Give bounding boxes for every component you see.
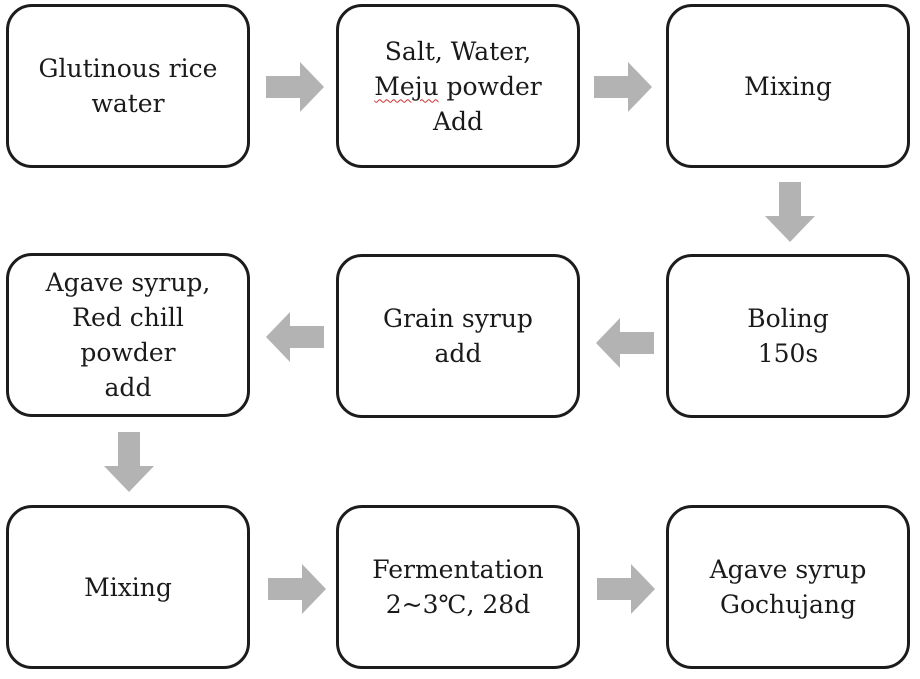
step-text-line: Salt, Water, — [384, 36, 532, 66]
arrow-left-icon — [264, 312, 324, 362]
arrow-right-icon — [266, 62, 326, 112]
step-text-line: add — [104, 373, 152, 402]
step-text-line: Boling — [747, 304, 829, 333]
arrow-right-icon — [268, 564, 328, 614]
step-text-line: Meju powder — [374, 69, 541, 104]
arrow-right-icon — [597, 564, 657, 614]
step-text-line: Glutinous rice — [38, 54, 218, 83]
step-final-product: Agave syrup Gochujang — [666, 505, 910, 669]
step-text-line: powder — [80, 338, 176, 367]
step-text-line: Mixing — [744, 71, 832, 101]
step-text-line: Add — [432, 106, 484, 136]
step-text-line: Mixing — [84, 572, 172, 602]
step-glutinous-rice-water: Glutinous rice water — [6, 4, 250, 168]
step-text-line: Gochujang — [720, 590, 856, 619]
step-text-line: Agave syrup — [709, 555, 867, 584]
arrow-left-icon — [594, 318, 654, 368]
step-text-line: 150s — [757, 339, 819, 368]
step-salt-water-meju-add: Salt, Water, Meju powder Add — [336, 4, 580, 168]
step-text-line: Fermentation — [372, 555, 544, 584]
step-text-line: water — [91, 89, 165, 118]
arrow-down-icon — [764, 182, 816, 242]
step-text-line: Agave syrup, — [45, 268, 211, 297]
step-mixing-2: Mixing — [6, 505, 250, 669]
step-boiling: Boling 150s — [666, 254, 910, 418]
step-text-line: add — [434, 339, 482, 368]
step-mixing-1: Mixing — [666, 4, 910, 168]
step-text-line: Red chill — [72, 303, 184, 332]
step-fermentation: Fermentation 2~3℃, 28d — [336, 505, 580, 669]
step-grain-syrup-add: Grain syrup add — [336, 254, 580, 418]
step-text-line: Grain syrup — [383, 304, 533, 333]
step-text-line: 2~3℃, 28d — [385, 590, 531, 619]
step-text-rest: powder — [438, 71, 542, 101]
arrow-right-icon — [594, 62, 654, 112]
arrow-down-icon — [103, 432, 155, 492]
step-agave-chili-add: Agave syrup, Red chill powder add — [6, 253, 250, 417]
spellcheck-flagged-word: Meju — [374, 71, 439, 101]
